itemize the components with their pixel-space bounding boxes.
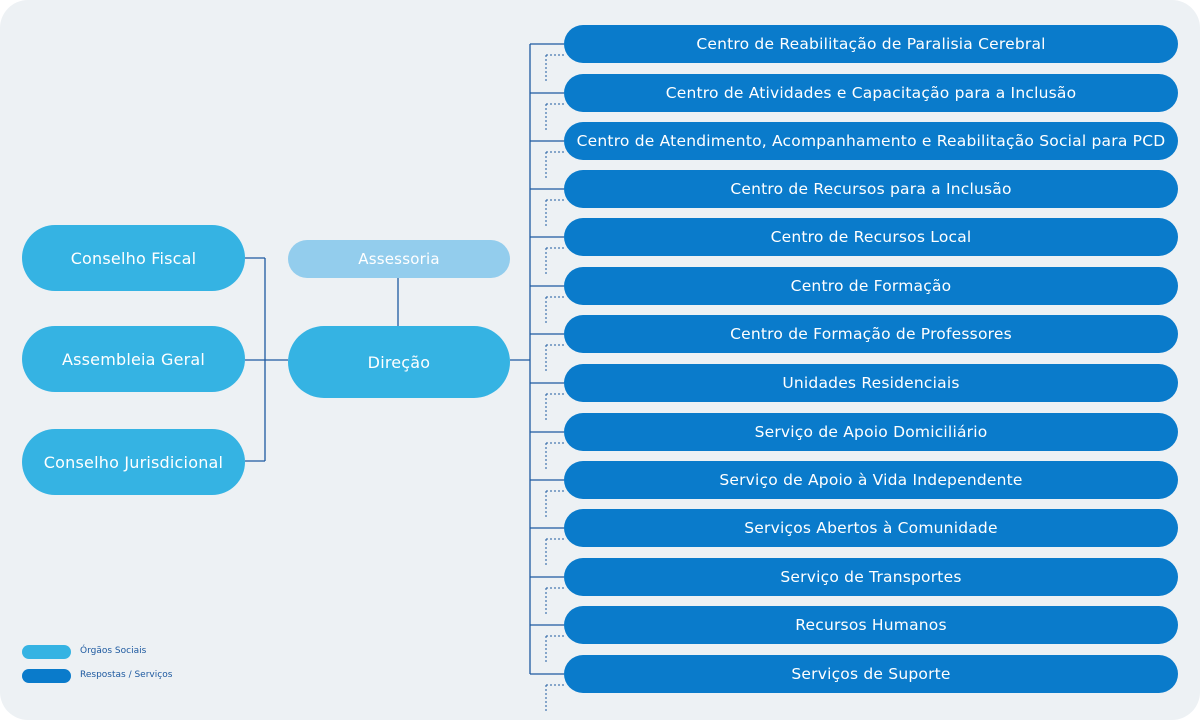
service-reabilitacao-paralisia-cerebral[interactable]: Centro de Reabilitação de Paralisia Cere… bbox=[564, 25, 1178, 63]
node-assembleia-geral[interactable]: Assembleia Geral bbox=[22, 326, 245, 392]
service-recursos-humanos[interactable]: Recursos Humanos bbox=[564, 606, 1178, 644]
service-suporte[interactable]: Serviços de Suporte bbox=[564, 655, 1178, 693]
service-unidades-residenciais[interactable]: Unidades Residenciais bbox=[564, 364, 1178, 402]
legend-swatch-respostas-servicos bbox=[22, 669, 71, 683]
service-apoio-domiciliario[interactable]: Serviço de Apoio Domiciliário bbox=[564, 413, 1178, 451]
legend-label-respostas-servicos: Respostas / Serviços bbox=[80, 670, 173, 680]
service-abertos-comunidade[interactable]: Serviços Abertos à Comunidade bbox=[564, 509, 1178, 547]
node-direcao[interactable]: Direção bbox=[288, 326, 510, 398]
node-conselho-jurisdicional[interactable]: Conselho Jurisdicional bbox=[22, 429, 245, 495]
node-conselho-fiscal[interactable]: Conselho Fiscal bbox=[22, 225, 245, 291]
service-recursos-local[interactable]: Centro de Recursos Local bbox=[564, 218, 1178, 256]
legend-label-orgaos-sociais: Órgãos Sociais bbox=[80, 646, 147, 656]
service-atividades-capacitacao[interactable]: Centro de Atividades e Capacitação para … bbox=[564, 74, 1178, 112]
service-apoio-vida-independente[interactable]: Serviço de Apoio à Vida Independente bbox=[564, 461, 1178, 499]
service-recursos-inclusao[interactable]: Centro de Recursos para a Inclusão bbox=[564, 170, 1178, 208]
legend-swatch-orgaos-sociais bbox=[22, 645, 71, 659]
service-formacao-professores[interactable]: Centro de Formação de Professores bbox=[564, 315, 1178, 353]
service-transportes[interactable]: Serviço de Transportes bbox=[564, 558, 1178, 596]
node-assessoria[interactable]: Assessoria bbox=[288, 240, 510, 278]
service-centro-formacao[interactable]: Centro de Formação bbox=[564, 267, 1178, 305]
service-atendimento-acompanhamento[interactable]: Centro de Atendimento, Acompanhamento e … bbox=[564, 122, 1178, 160]
